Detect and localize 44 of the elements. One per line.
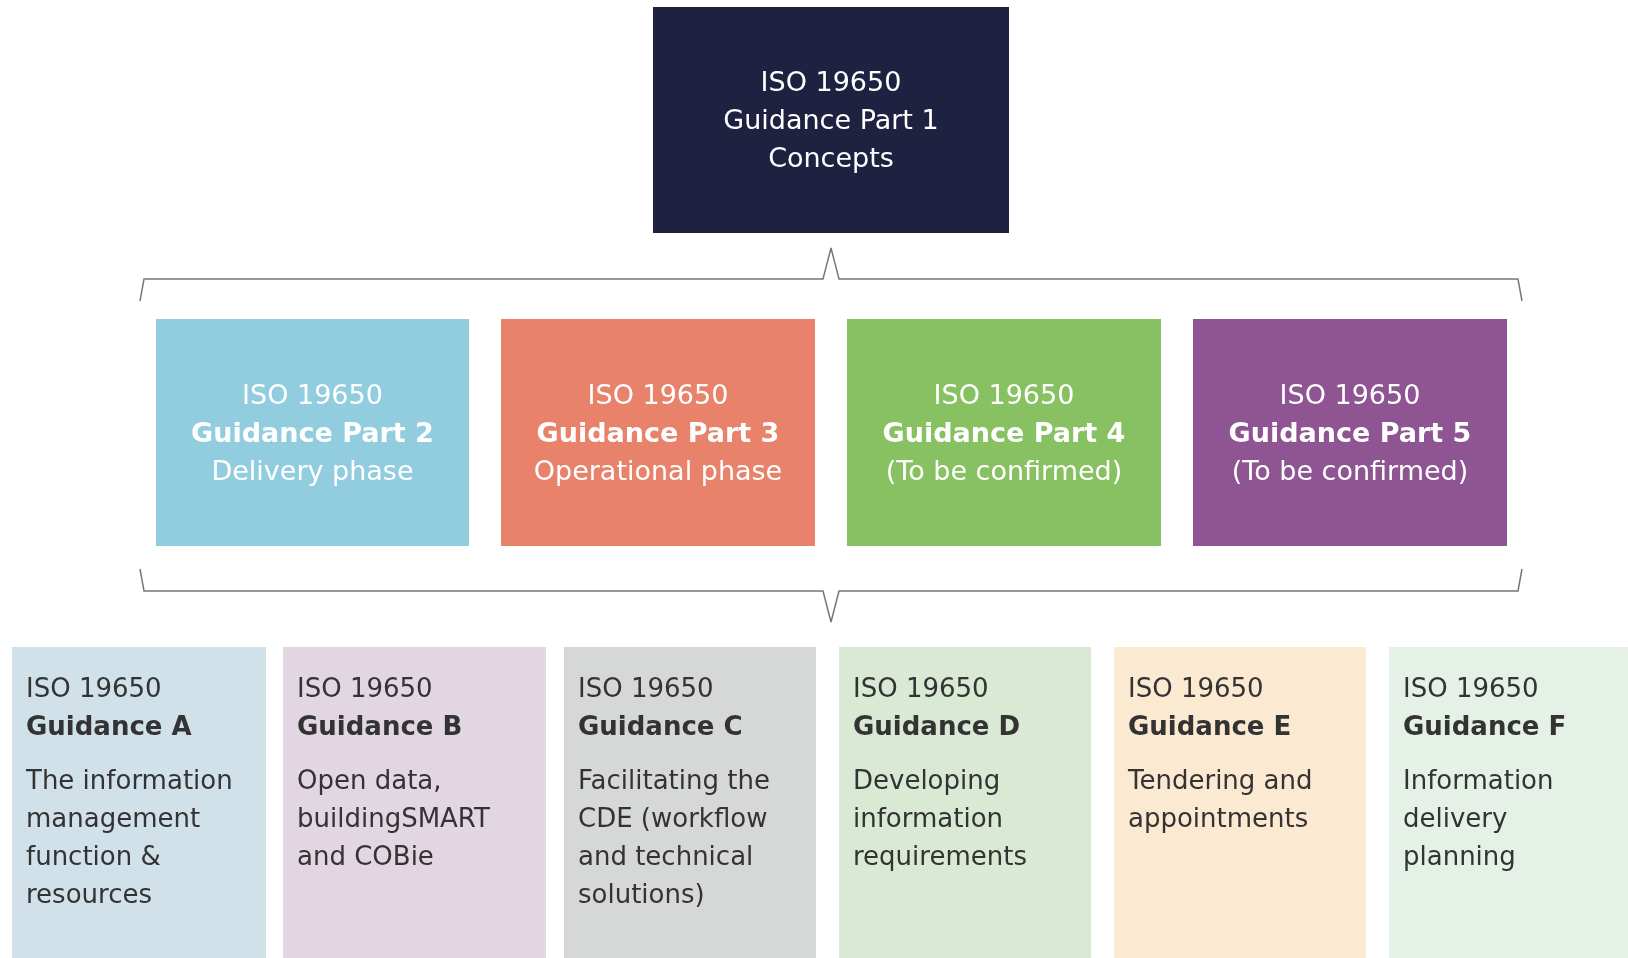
part-description: Concepts — [768, 141, 894, 175]
part-description: Open data, buildingSMART and COBie — [297, 764, 491, 873]
guidance-box — [1193, 319, 1507, 546]
standard-label: ISO 19650 — [242, 377, 383, 412]
guidance-box — [839, 647, 1091, 958]
guidance-box — [1389, 647, 1628, 958]
part-title: Guidance A — [26, 710, 193, 743]
guidance-box — [653, 7, 1009, 233]
standard-label: ISO 19650 — [1403, 672, 1540, 705]
standard-label: ISO 19650 — [297, 672, 434, 705]
part-description: (To be confirmed) — [1231, 453, 1469, 488]
part-title: Guidance Part 2 — [191, 415, 434, 450]
part-title: Guidance Part 4 — [882, 415, 1126, 450]
standard-label: ISO 19650 — [1279, 377, 1421, 412]
part-title: Guidance E — [1128, 710, 1293, 743]
guidance-box — [156, 319, 469, 546]
part-title: Guidance F — [1403, 710, 1568, 743]
part-title: Guidance Part 1 — [723, 103, 939, 137]
part-description: Operational phase — [533, 453, 783, 488]
guidance-box — [283, 647, 546, 958]
part-title: Guidance D — [853, 710, 1022, 743]
standard-label: ISO 19650 — [853, 672, 990, 705]
standard-label: ISO 19650 — [587, 377, 729, 412]
guidance-box — [1114, 647, 1366, 958]
part-description: Information delivery planning — [1403, 764, 1555, 873]
guidance-box — [564, 647, 816, 958]
part-title: Guidance B — [297, 710, 464, 743]
standard-label: ISO 19650 — [1128, 672, 1265, 705]
guidance-box — [12, 647, 266, 958]
guidance-box — [847, 319, 1161, 546]
standard-label: ISO 19650 — [760, 65, 902, 99]
part-description: Tendering and appointments — [1128, 764, 1314, 835]
guidance-box — [501, 319, 815, 546]
part-description: (To be confirmed) — [885, 453, 1123, 488]
standard-label: ISO 19650 — [933, 377, 1075, 412]
standard-label: ISO 19650 — [578, 672, 715, 705]
part-description: The information management function & resources — [26, 764, 234, 911]
part-title: Guidance Part 5 — [1228, 415, 1472, 450]
part-description: Developing information requirements — [853, 764, 1028, 873]
standard-label: ISO 19650 — [26, 672, 163, 705]
part-title: Guidance C — [578, 710, 744, 743]
part-title: Guidance Part 3 — [536, 415, 780, 450]
part-description: Delivery phase — [211, 453, 414, 488]
part-description: Facilitating the CDE (workflow and technical solutions) — [578, 764, 771, 911]
